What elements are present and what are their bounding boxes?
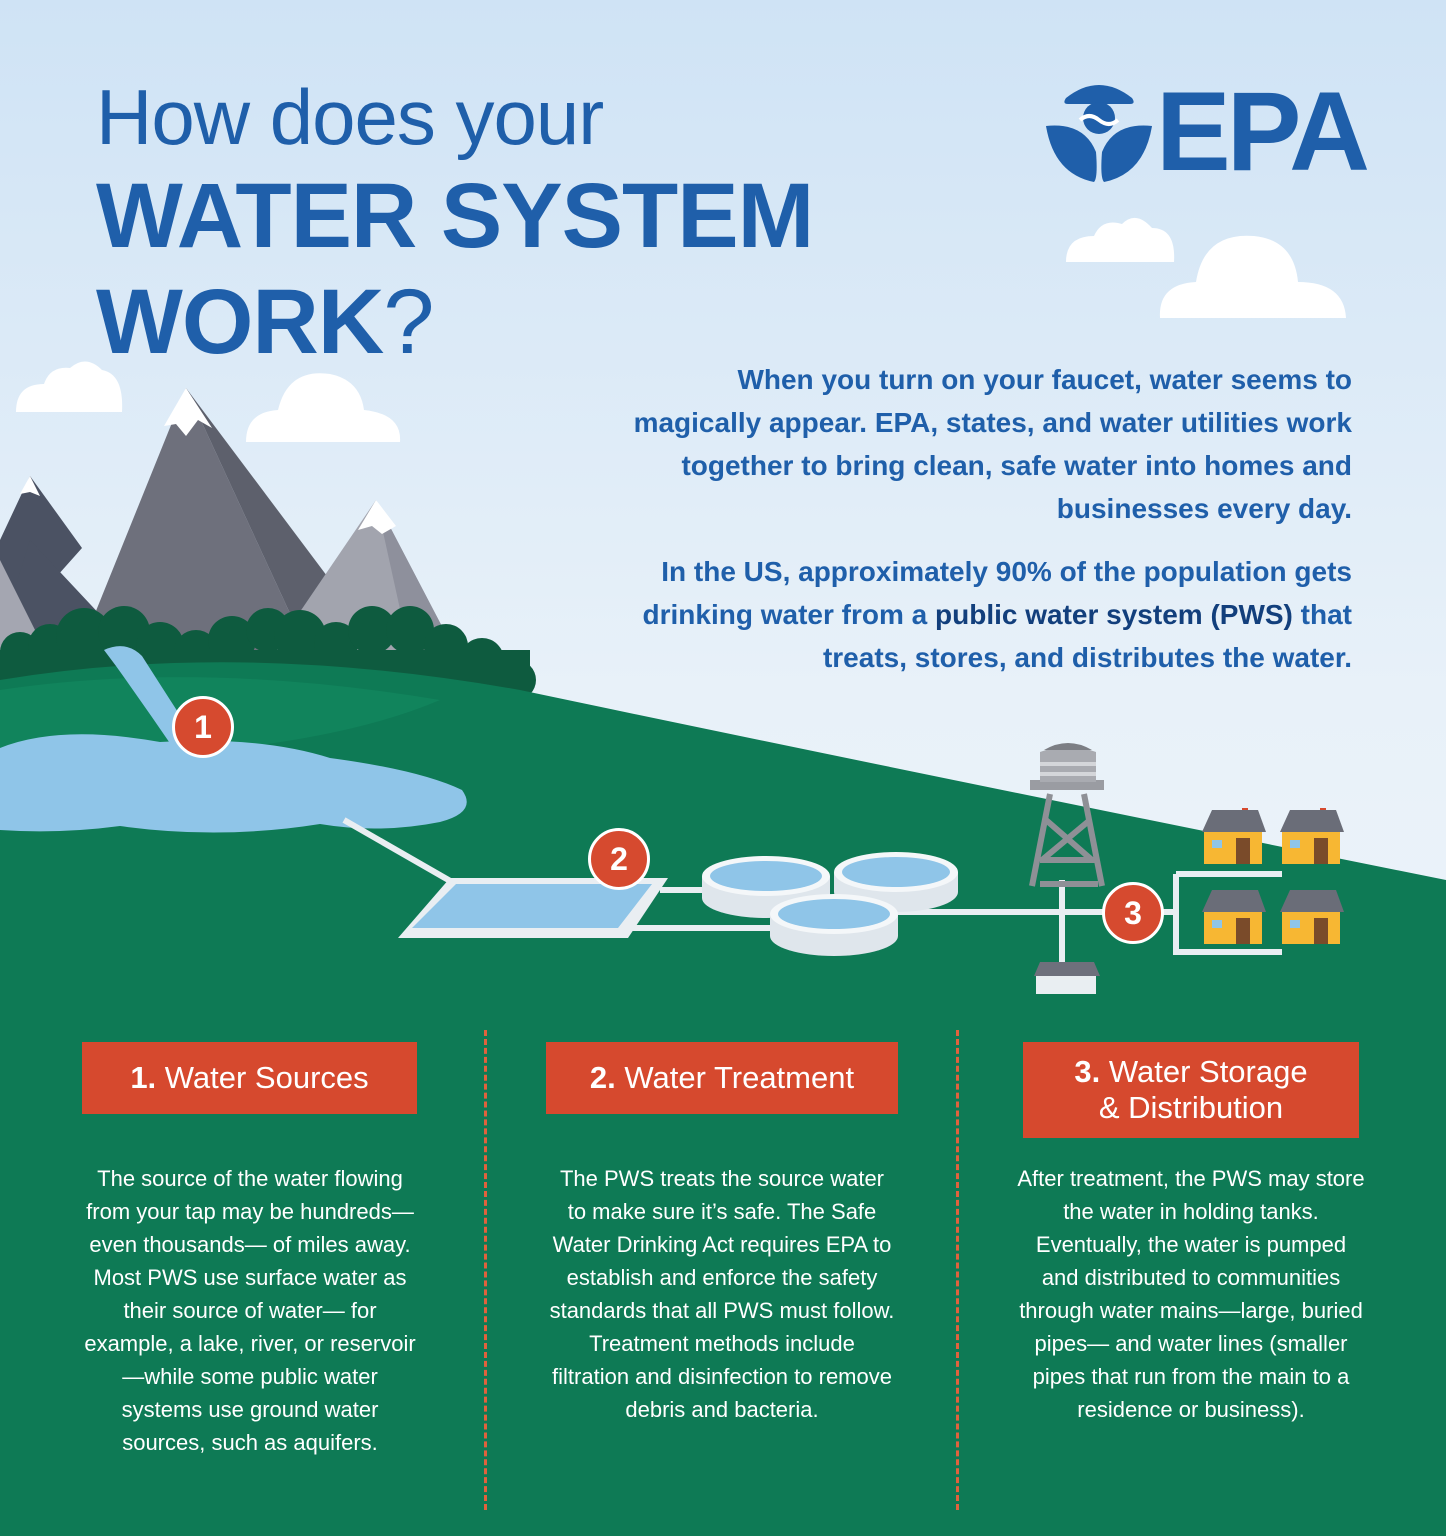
title-work: WORK <box>96 271 384 373</box>
page-title: How does your WATER SYSTEM WORK? <box>96 73 814 368</box>
epa-logo-text: EPA <box>1156 69 1370 194</box>
intro-paragraph-1: When you turn on your faucet, water seem… <box>633 364 1352 524</box>
cloud <box>16 217 1346 442</box>
epa-flower-icon <box>1046 85 1152 182</box>
section-body-water-sources: The source of the water flowing from you… <box>84 1166 416 1455</box>
step-marker-2: 2 <box>588 828 650 890</box>
title-line-3: WORK? <box>96 276 813 368</box>
water-tower <box>1029 793 1105 887</box>
section-body-storage-distribution: After treatment, the PWS may store the w… <box>1017 1166 1365 1422</box>
intro-text: When you turn on your faucet, water seem… <box>632 358 1352 699</box>
lake <box>0 734 467 833</box>
pws-highlight: public water system (PWS) <box>935 599 1293 630</box>
section-header-water-sources: 1. Water Sources <box>82 1042 417 1114</box>
section-header-storage-distribution: 3. Water Storage& Distribution <box>1023 1042 1359 1138</box>
filtration-bed <box>398 878 668 938</box>
step-marker-1: 1 <box>172 696 234 758</box>
treeline <box>0 606 536 700</box>
houses <box>1202 808 1344 944</box>
intro-paragraph-2: In the US, approximately 90% of the popu… <box>642 556 1352 673</box>
step-marker-3: 3 <box>1102 882 1164 944</box>
section-header-water-treatment: 2. Water Treatment <box>546 1042 898 1114</box>
treatment-tanks <box>702 852 958 956</box>
pump-station <box>1034 962 1100 994</box>
title-line-2: WATER SYSTEM <box>96 165 814 267</box>
epa-logo: EPA <box>1044 76 1370 188</box>
column-divider <box>956 1030 959 1510</box>
title-question-mark: ? <box>383 271 434 373</box>
column-divider <box>484 1030 487 1510</box>
title-line-1: How does your <box>96 73 604 161</box>
section-body-water-treatment: The PWS treats the source water to make … <box>549 1166 895 1422</box>
